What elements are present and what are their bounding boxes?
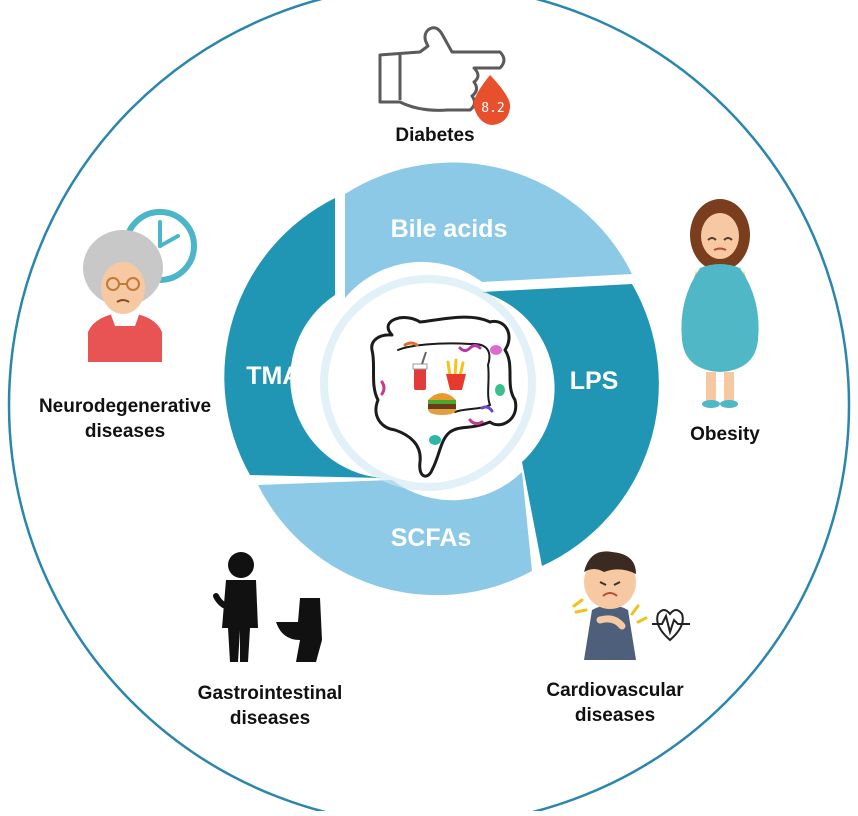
hand-glucose-icon: 8.2 [378, 26, 511, 125]
label-bile-acids: Bile acids [391, 215, 508, 243]
disease-label-obesity: Obesity [690, 424, 760, 445]
glucose-reading: 8.2 [481, 101, 504, 116]
label-scfas: SCFAs [391, 524, 472, 552]
elderly-woman-icon [83, 230, 163, 362]
pathway-ring [224, 162, 659, 596]
gi-label-line1: Gastrointestinal [197, 683, 343, 704]
gi-label-line2: diseases [229, 708, 311, 729]
neuro-label-line1: Neurodegenerative [38, 396, 212, 417]
obese-woman-icon [681, 199, 759, 408]
disease-label-neurodegenerative: Neurodegenerative diseases [10, 394, 240, 444]
label-tmao: TMAO [246, 362, 320, 390]
segment-scfas [258, 472, 532, 596]
segment-lps [482, 284, 659, 566]
disease-label-cardiovascular: Cardiovascular diseases [500, 678, 730, 728]
disease-label-diabetes: Diabetes [395, 125, 475, 146]
center-disc [333, 288, 523, 478]
neuro-label-line2: diseases [84, 421, 166, 442]
segment-tmao [224, 198, 382, 478]
cardio-label-line2: diseases [574, 705, 656, 726]
label-lps: LPS [570, 367, 619, 395]
segment-bile-acids [345, 162, 632, 298]
boy-chest-pain-icon [572, 551, 648, 660]
gut-icon [370, 315, 518, 478]
disease-label-gastrointestinal: Gastrointestinal diseases [160, 681, 380, 731]
heartbeat-icon [652, 609, 690, 642]
cardio-label-line1: Cardiovascular [546, 680, 684, 701]
center-shade [320, 275, 536, 491]
person-toilet-icon [213, 552, 322, 662]
